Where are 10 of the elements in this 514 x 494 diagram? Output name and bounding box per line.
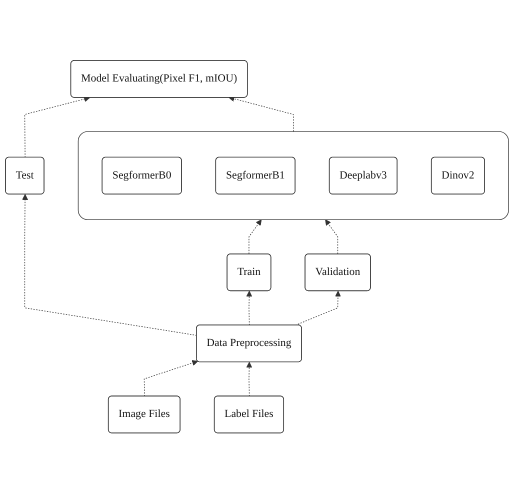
arrow	[246, 362, 252, 397]
cluster	[78, 132, 509, 220]
arrow	[22, 194, 198, 336]
arrow	[24, 96, 90, 158]
arrow	[144, 360, 198, 397]
arrow	[246, 291, 252, 326]
arrow	[325, 220, 338, 254]
arrow	[248, 220, 262, 254]
arrow	[228, 96, 294, 132]
arrow	[295, 291, 341, 326]
